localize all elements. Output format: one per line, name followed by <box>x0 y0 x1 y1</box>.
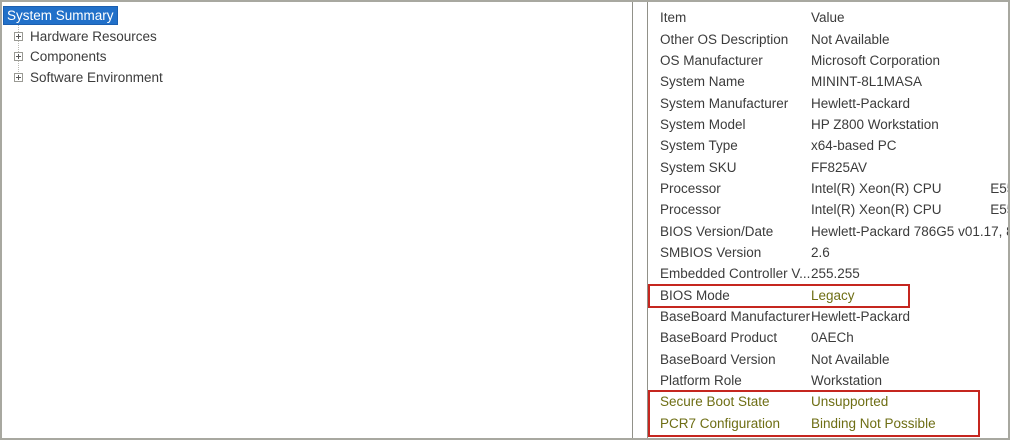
item-cell: System Type <box>660 138 738 154</box>
item-cell: BIOS Mode <box>660 287 730 303</box>
table-row[interactable]: BIOS Version/Date Hewlett-Packard 786G5 v… <box>648 220 1008 241</box>
value-cell: HP Z800 Workstation <box>811 116 939 132</box>
value-cell: Intel(R) Xeon(R) CPU E5506 <box>811 180 1008 196</box>
column-header-item[interactable]: Item <box>660 10 687 26</box>
sidebar-item-software-environment[interactable]: Software Environment <box>2 67 632 88</box>
value-cell: FF825AV <box>811 159 868 175</box>
table-row[interactable]: BaseBoard Version Not Available <box>648 349 1008 370</box>
table-row[interactable]: Embedded Controller V...255.255 <box>648 263 1008 284</box>
value-cell: Hewlett-Packard <box>811 309 911 325</box>
expand-plus-icon[interactable] <box>14 31 23 41</box>
table-row[interactable]: System Type x64-based PC <box>648 135 1008 156</box>
item-cell: BaseBoard Version <box>660 351 776 367</box>
item-cell: BaseBoard Manufacturer <box>660 309 811 325</box>
value-cell: 2.6 <box>811 245 830 260</box>
item-cell: System Name <box>660 74 745 90</box>
table-row[interactable]: Other OS Description Not Available <box>648 28 1008 49</box>
table-row[interactable]: Secure Boot State Unsupported <box>648 391 1008 412</box>
item-cell: Platform Role <box>660 373 742 389</box>
list-header-row: Item Value <box>648 7 1008 28</box>
table-row[interactable]: System SKU FF825AV <box>648 156 1008 177</box>
item-cell: Processor <box>660 180 721 196</box>
sidebar-item-components[interactable]: Components <box>2 46 632 67</box>
table-row[interactable]: Processor Intel(R) Xeon(R) CPU E5506 <box>648 199 1008 220</box>
value-cell: Workstation <box>811 373 883 389</box>
tree-guide-line <box>18 20 19 82</box>
value-cell: Hewlett-Packard <box>811 95 911 111</box>
item-cell: OS Manufacturer <box>660 52 763 68</box>
value-cell: Binding Not Possible <box>811 415 936 431</box>
table-row[interactable]: PCR7 Configuration Binding Not Possible <box>648 413 1008 434</box>
value-cell: MININT-8L1MASA <box>811 74 923 90</box>
table-row[interactable]: Processor Intel(R) Xeon(R) CPU E5506 <box>648 178 1008 199</box>
table-row[interactable]: System Manufacturer Hewlett-Packard <box>648 92 1008 113</box>
value-cell: Legacy <box>811 287 855 303</box>
value-cell: Microsoft Corporation <box>811 52 941 68</box>
value-cell: 255.255 <box>811 266 860 282</box>
item-cell: Processor <box>660 202 721 218</box>
value-cell: Not Available <box>811 351 890 367</box>
column-header-value[interactable]: Value <box>811 10 845 26</box>
item-cell: System Model <box>660 116 746 132</box>
item-cell: Other OS Description <box>660 31 789 47</box>
item-cell: BaseBoard Product <box>660 330 778 346</box>
value-cell: Unsupported <box>811 394 889 410</box>
tree-item-label: Components <box>30 49 107 65</box>
expand-plus-icon[interactable] <box>14 72 23 82</box>
item-cell: BIOS Version/Date <box>660 223 774 239</box>
table-row[interactable]: Platform Role Workstation <box>648 370 1008 391</box>
table-row[interactable]: System Model HP Z800 Workstation <box>648 114 1008 135</box>
item-cell: System SKU <box>660 159 737 175</box>
value-cell: 0AECh <box>811 330 854 346</box>
item-cell: System Manufacturer <box>660 95 789 111</box>
value-cell: Not Available <box>811 31 890 47</box>
tree-item-label: System Summary <box>3 5 118 25</box>
table-row[interactable]: OS Manufacturer Microsoft Corporation <box>648 50 1008 71</box>
table-row[interactable]: System Name MININT-8L1MASA <box>648 71 1008 92</box>
value-cell: Hewlett-Packard 786G5 v01.17, 8/ <box>811 223 1008 239</box>
value-cell: x64-based PC <box>811 138 897 154</box>
tree-item-label: Software Environment <box>30 69 163 85</box>
item-cell: Embedded Controller V... <box>660 266 811 282</box>
value-cell: Intel(R) Xeon(R) CPU E5506 <box>811 202 1008 218</box>
table-row[interactable]: SMBIOS Version 2.6 <box>648 242 1008 263</box>
item-cell: SMBIOS Version <box>660 245 762 260</box>
sidebar-item-system-summary[interactable]: System Summary <box>2 5 632 26</box>
expand-plus-icon[interactable] <box>14 52 23 62</box>
item-cell: Secure Boot State <box>660 394 770 410</box>
sidebar-item-hardware-resources[interactable]: Hardware Resources <box>2 26 632 47</box>
table-row[interactable]: BIOS Mode Legacy <box>648 285 1008 306</box>
table-row[interactable]: BaseBoard Product 0AECh <box>648 327 1008 348</box>
item-cell: PCR7 Configuration <box>660 415 781 431</box>
tree-item-label: Hardware Resources <box>30 28 157 44</box>
